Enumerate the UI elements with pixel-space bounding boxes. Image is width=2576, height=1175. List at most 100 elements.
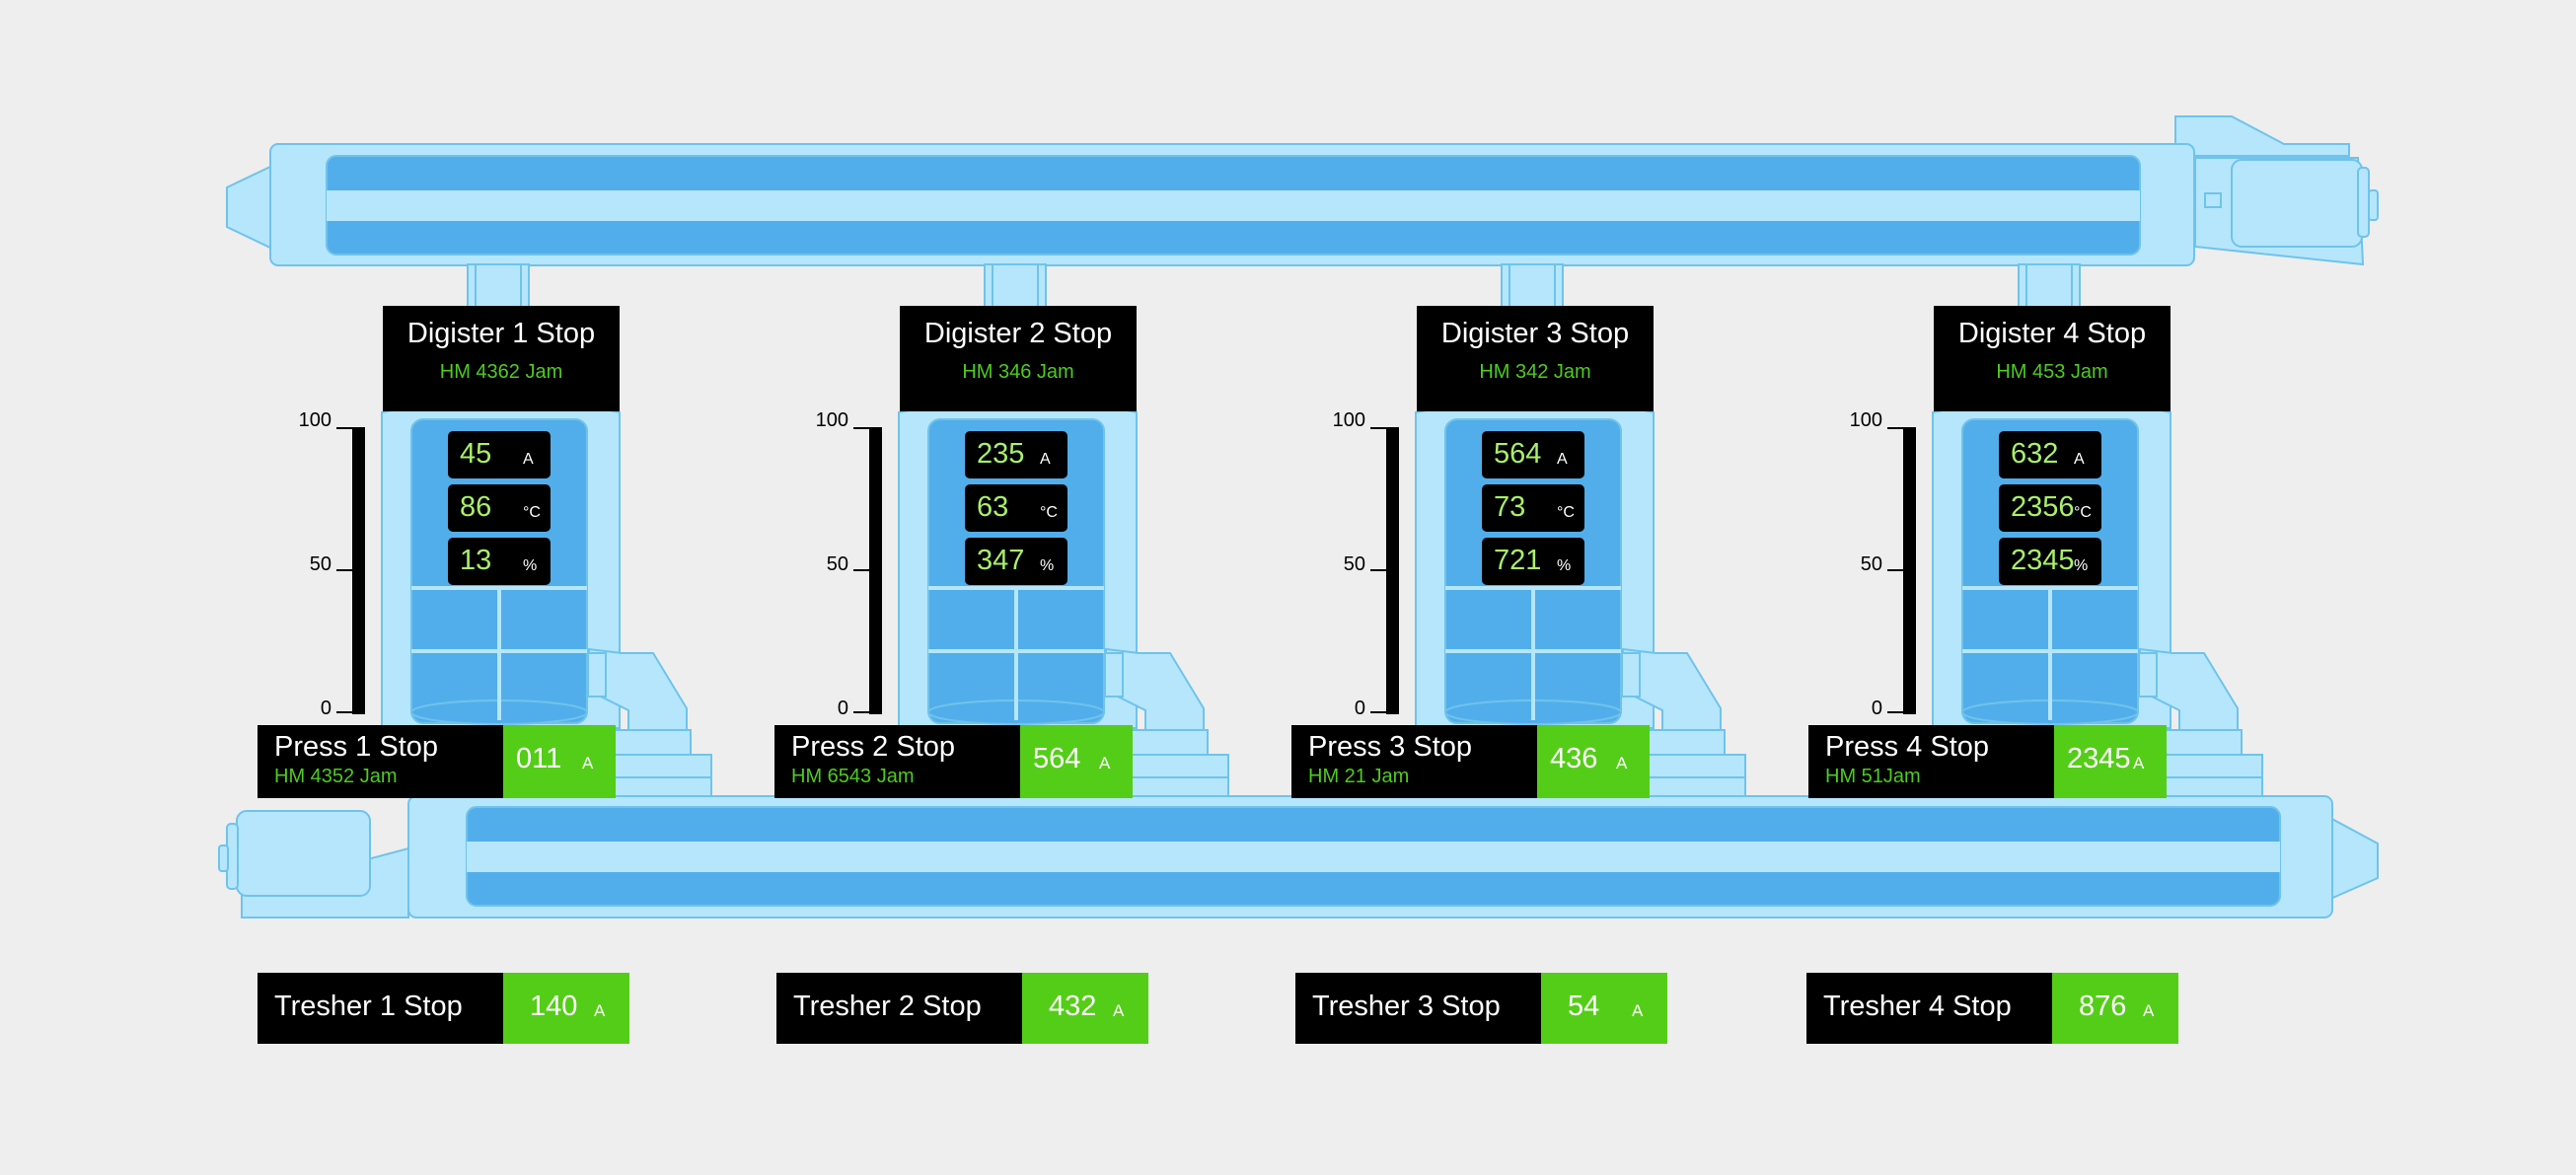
digester-2-outlet-collar bbox=[1130, 729, 1209, 757]
thresher-2-label[interactable]: Tresher 2 Stop bbox=[776, 973, 1022, 1044]
reading-unit: °C bbox=[1557, 504, 1575, 521]
digester-1-title: Digister 1 Stop bbox=[406, 318, 596, 349]
digester-4-feed-pipe bbox=[2018, 263, 2081, 309]
digester-3-feed-pipe bbox=[1501, 263, 1564, 309]
digester-4-label[interactable]: Digister 4 Stop HM 453 Jam bbox=[1934, 306, 2171, 411]
press-2-value-box: 564 A bbox=[1020, 725, 1133, 798]
thresher-4-value: 876 bbox=[2079, 991, 2127, 1022]
press-2-title: Press 2 Stop bbox=[791, 731, 956, 763]
press-4-unit: A bbox=[2133, 754, 2145, 772]
digester-2-outlet-base bbox=[1125, 754, 1229, 797]
reading-unit: °C bbox=[523, 504, 541, 521]
digester-4-outlet-flange bbox=[2138, 652, 2158, 698]
gauge-3-tick-bottom: 0 bbox=[1354, 698, 1365, 719]
digester-1-reading-2: 86 °C bbox=[448, 484, 551, 532]
digester-3-outlet-flange bbox=[1621, 652, 1641, 698]
reading-value: 2356 bbox=[2011, 491, 2075, 523]
press-1-value: 011 bbox=[516, 743, 562, 774]
press-4-subtitle: HM 51Jam bbox=[1825, 766, 1921, 787]
digester-2-title: Digister 2 Stop bbox=[923, 318, 1113, 349]
reading-unit: % bbox=[1040, 557, 1055, 574]
gauge-4-tick-top: 100 bbox=[1849, 409, 1882, 431]
press-4-value: 2345 bbox=[2067, 743, 2131, 774]
reading-unit: % bbox=[2074, 557, 2089, 574]
reading-value: 721 bbox=[1494, 545, 1542, 576]
digester-1-reading-3: 13% bbox=[448, 538, 551, 585]
thresher-4-label[interactable]: Tresher 4 Stop bbox=[1806, 973, 2052, 1044]
reading-unit: °C bbox=[1040, 504, 1058, 521]
thresher-3-value: 54 bbox=[1568, 991, 1600, 1022]
reading-unit: A bbox=[2074, 451, 2085, 468]
gauge-1-tick-mid: 50 bbox=[309, 553, 331, 575]
digester-4-title: Digister 4 Stop bbox=[1957, 318, 2147, 349]
thresher-1-unit: A bbox=[594, 1001, 606, 1020]
digester-3-outlet-base bbox=[1642, 754, 1746, 797]
thresher-4-unit: A bbox=[2143, 1001, 2155, 1020]
digester-4-outlet-base bbox=[2159, 754, 2263, 797]
top-pipe-endcap bbox=[226, 164, 273, 251]
thresher-2-value: 432 bbox=[1049, 991, 1097, 1022]
press-3-value: 436 bbox=[1550, 743, 1598, 774]
digester-4-reading-3: 2345% bbox=[1999, 538, 2101, 585]
reading-value: 632 bbox=[2011, 438, 2059, 470]
thresher-1-label[interactable]: Tresher 1 Stop bbox=[258, 973, 503, 1044]
press-1-subtitle: HM 4352 Jam bbox=[274, 766, 398, 787]
reading-value: 13 bbox=[460, 545, 492, 576]
reading-unit: A bbox=[1557, 451, 1568, 468]
gauge-4-tick-mid: 50 bbox=[1860, 553, 1882, 575]
press-2-value: 564 bbox=[1033, 743, 1081, 774]
digester-4-reading-1: 632 A bbox=[1999, 431, 2101, 478]
digester-2-reading-3: 347% bbox=[965, 538, 1067, 585]
digester-1-label[interactable]: Digister 1 Stop HM 4362 Jam bbox=[383, 306, 620, 411]
gauge-1-tick-top: 100 bbox=[298, 409, 331, 431]
digester-1-outlet-collar bbox=[613, 729, 692, 757]
thresher-2-unit: A bbox=[1113, 1001, 1125, 1020]
reading-value: 86 bbox=[460, 491, 492, 523]
reading-value: 2345 bbox=[2011, 545, 2075, 576]
thresher-1-value: 140 bbox=[530, 991, 578, 1022]
top-motor-coupling bbox=[2204, 192, 2222, 208]
top-pipe-stripe bbox=[327, 190, 2140, 221]
thresher-1-title: Tresher 1 Stop bbox=[274, 991, 463, 1022]
reading-unit: A bbox=[1040, 451, 1051, 468]
digester-3-outlet-collar bbox=[1647, 729, 1726, 757]
reading-unit: A bbox=[523, 451, 534, 468]
reading-unit: % bbox=[1557, 557, 1572, 574]
digester-4-subtitle: HM 453 Jam bbox=[1996, 361, 2108, 383]
press-2-label[interactable]: Press 2 Stop HM 6543 Jam bbox=[774, 725, 1020, 798]
press-3-title: Press 3 Stop bbox=[1308, 731, 1473, 763]
press-3-subtitle: HM 21 Jam bbox=[1308, 766, 1410, 787]
digester-1-subtitle: HM 4362 Jam bbox=[439, 361, 563, 383]
bottom-motor-body bbox=[236, 810, 371, 897]
press-3-value-box: 436 A bbox=[1537, 725, 1650, 798]
top-motor-shaft bbox=[2368, 189, 2379, 221]
press-3-unit: A bbox=[1616, 754, 1628, 772]
digester-3-reading-2: 73°C bbox=[1482, 484, 1584, 532]
digester-1-outlet-flange bbox=[587, 652, 607, 698]
top-motor-hood bbox=[2174, 115, 2350, 157]
press-2-unit: A bbox=[1099, 754, 1111, 772]
press-2-subtitle: HM 6543 Jam bbox=[791, 766, 915, 787]
digester-2-reading-2: 63 °C bbox=[965, 484, 1067, 532]
thresher-3-label[interactable]: Tresher 3 Stop bbox=[1295, 973, 1541, 1044]
thresher-4-value-box: 876 A bbox=[2052, 973, 2178, 1044]
gauge-4-tick-bottom: 0 bbox=[1871, 698, 1882, 719]
thresher-1-value-box: 140 A bbox=[503, 973, 629, 1044]
press-3-label[interactable]: Press 3 Stop HM 21 Jam bbox=[1291, 725, 1537, 798]
reading-value: 63 bbox=[977, 491, 1009, 523]
digester-3-reading-3: 721% bbox=[1482, 538, 1584, 585]
thresher-3-title: Tresher 3 Stop bbox=[1312, 991, 1501, 1022]
digester-1-outlet-base bbox=[608, 754, 712, 797]
bottom-motor-shaft bbox=[218, 845, 229, 872]
top-motor-body bbox=[2231, 159, 2363, 248]
